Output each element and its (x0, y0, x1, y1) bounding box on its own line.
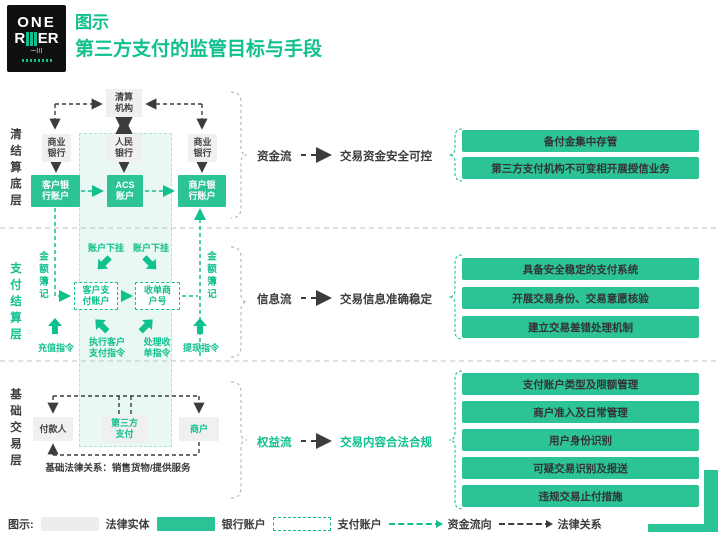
measure-box: 用户身份识别 (462, 429, 699, 451)
node-customer-payment-account: 客户支 付账户 (74, 282, 118, 310)
page-title: 第三方支付的监管目标与手段 (75, 39, 323, 60)
label-acquiring-cmd: 处理收 单指令 (143, 337, 171, 359)
logo-line2: R ER (14, 30, 59, 48)
label-exec-payment-cmd: 执行客户 支付指令 (88, 337, 125, 359)
node-commercial-bank-right: 商业 银行 (188, 134, 217, 162)
flow-label-rights: 权益流 (257, 437, 292, 449)
node-merchant: 商户 (179, 417, 219, 441)
node-merchant-bank-account: 商户银 行账户 (178, 175, 226, 207)
label-account-hang-left: 账户下挂 (87, 243, 124, 253)
label-ledger-right: 金额簿记 (205, 251, 216, 301)
legend-swatch-legal-entity (40, 517, 99, 531)
measure-box: 商户准入及日常管理 (462, 401, 699, 423)
flow-target-rights: 交易内容合法合规 (340, 437, 432, 449)
legend: 图示: 法律实体 银行账户 支付账户 资金流向 法律关系 (8, 515, 602, 533)
legend-fund-flow-arrow-icon (388, 520, 443, 528)
logo-line1: ONE (17, 14, 56, 32)
measure-box: 违规交易止付措施 (462, 485, 699, 507)
measure-box: 具备安全稳定的支付系统 (462, 258, 699, 280)
node-pboc: 人民 银行 (106, 134, 142, 162)
eyebrow: 图示 (75, 13, 109, 32)
flow-label-funds: 资金流 (257, 151, 292, 163)
label-ledger-left: 金额簿记 (37, 251, 48, 301)
flow-label-information: 信息流 (257, 294, 292, 306)
measure-box: 支付账户类型及限额管理 (462, 373, 699, 395)
legend-label: 法律关系 (557, 519, 602, 531)
layer-label-transaction: 基础交易层 (9, 388, 21, 471)
legend-label: 支付账户 (337, 519, 382, 531)
legend-swatch-bank-account (156, 517, 215, 531)
corner-decor-horizontal (648, 524, 718, 532)
one-river-logo: ONE R ER 一川 (7, 5, 66, 72)
node-clearing-house: 清算 机构 (106, 89, 142, 117)
measure-box: 备付金集中存管 (462, 130, 699, 152)
layer-label-clearing: 清结算底层 (9, 128, 21, 211)
node-acs-account: ACS 账户 (107, 175, 143, 207)
node-customer-bank-account: 客户银 行账户 (31, 175, 80, 207)
legend-label: 法律实体 (105, 519, 150, 531)
node-commercial-bank-left: 商业 银行 (42, 134, 71, 162)
measure-box: 建立交易差错处理机制 (462, 316, 699, 338)
label-recharge-cmd: 充值指令 (37, 343, 74, 353)
label-account-hang-right: 账户下挂 (132, 243, 169, 253)
legend-swatch-payment-account (272, 517, 331, 531)
node-acquiring-merchant-no: 收单商 户号 (135, 282, 180, 310)
corner-decor-vertical (704, 470, 718, 532)
node-payer: 付款人 (33, 417, 73, 441)
layer-label-payment: 支付结算层 (9, 262, 21, 345)
logo-bars-icon (26, 31, 37, 46)
legend-title: 图示: (8, 519, 34, 531)
label-withdraw-cmd: 提现指令 (182, 343, 219, 353)
legend-legal-relation-arrow-icon (498, 520, 553, 528)
measure-box: 第三方支付机构不可变相开展授信业务 (462, 157, 699, 179)
flow-target-information: 交易信息准确稳定 (340, 294, 432, 306)
logo-strip (21, 58, 52, 62)
measure-box: 开展交易身份、交易意愿核验 (462, 287, 699, 309)
legend-label: 银行账户 (221, 519, 266, 531)
node-third-party-payment: 第三方 支付 (102, 415, 147, 443)
measure-box: 可疑交易识别及报送 (462, 457, 699, 479)
flow-target-funds: 交易资金安全可控 (340, 151, 432, 163)
legal-basis-caption: 基础法律关系：销售货物/提供服务 (45, 463, 191, 474)
legend-label: 资金流向 (447, 519, 492, 531)
logo-subtext: 一川 (30, 49, 43, 56)
